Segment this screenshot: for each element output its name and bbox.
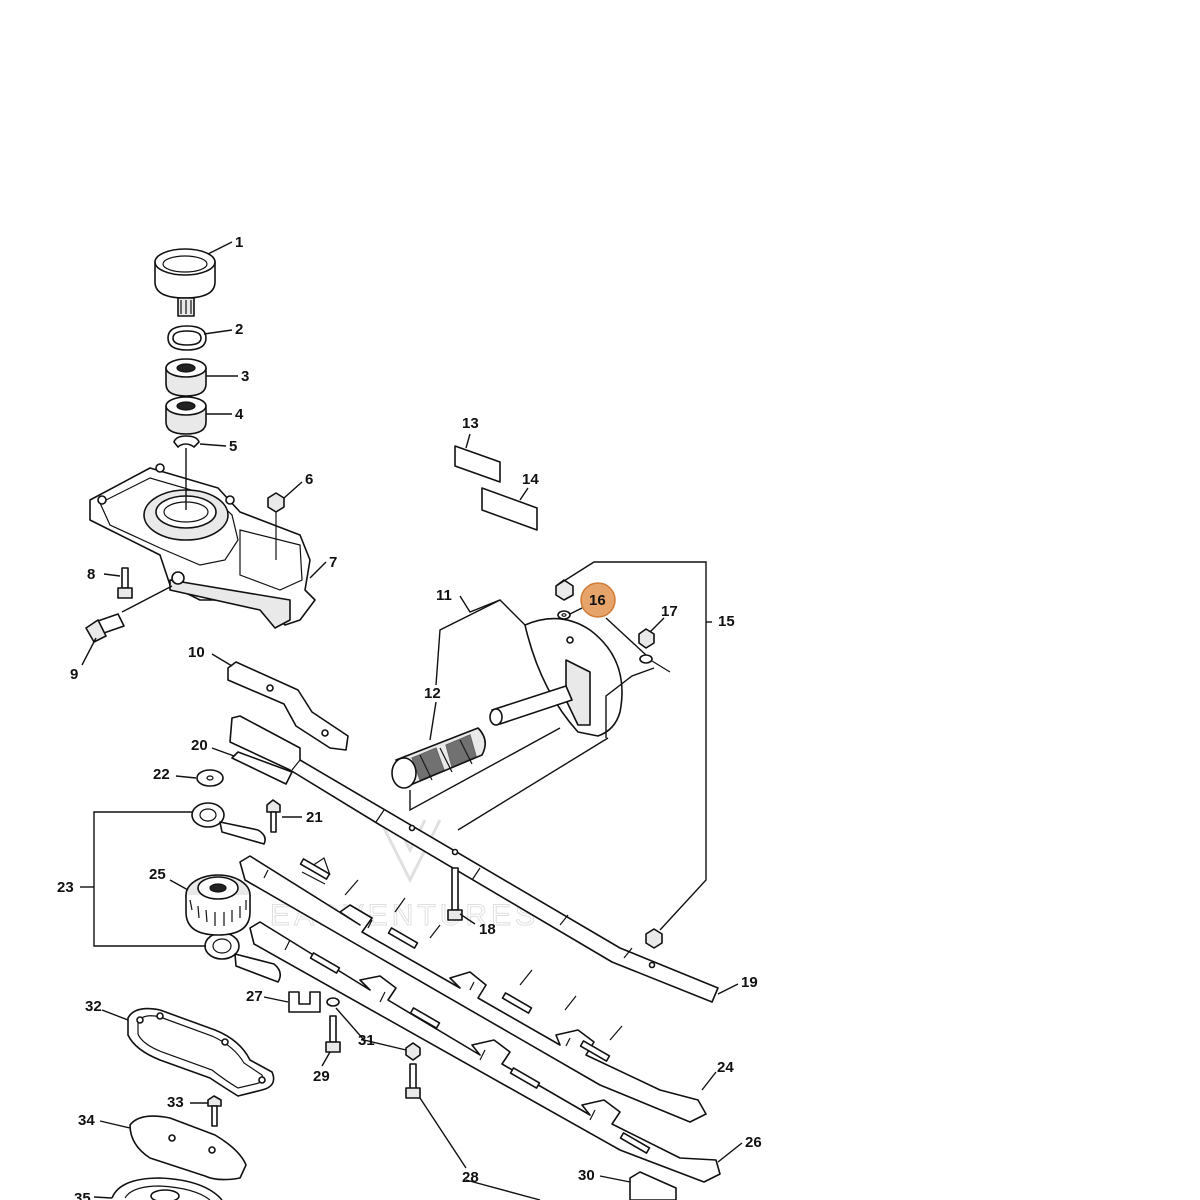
callout-24[interactable]: 24 bbox=[717, 1059, 734, 1076]
part-16-washer[interactable] bbox=[557, 610, 571, 620]
part-1-drive-cup[interactable] bbox=[154, 248, 216, 317]
part-32-gasket[interactable] bbox=[127, 1007, 275, 1097]
callout-13[interactable]: 13 bbox=[462, 415, 479, 432]
part-21-screw[interactable] bbox=[266, 799, 281, 833]
callout-4[interactable]: 4 bbox=[235, 406, 244, 423]
callout-17[interactable]: 17 bbox=[661, 603, 678, 620]
callout-25[interactable]: 25 bbox=[149, 866, 166, 883]
part-26-lower-blade[interactable] bbox=[249, 921, 721, 1183]
part-28-bolt[interactable] bbox=[405, 1063, 421, 1099]
part-2-circlip[interactable] bbox=[167, 325, 207, 351]
part-10-lever-arm[interactable] bbox=[227, 661, 349, 751]
part-9-bolt[interactable] bbox=[85, 613, 125, 643]
callout-15[interactable]: 15 bbox=[718, 613, 735, 630]
callout-10[interactable]: 10 bbox=[188, 644, 205, 661]
callout-1[interactable]: 1 bbox=[235, 234, 243, 251]
part-14-label-sticker[interactable] bbox=[481, 487, 538, 531]
part-5-snap-ring[interactable] bbox=[173, 435, 200, 448]
leader-lines bbox=[80, 241, 743, 1200]
callout-28[interactable]: 28 bbox=[462, 1169, 479, 1186]
part-23-connecting-rod-top[interactable] bbox=[191, 802, 266, 845]
callout-23[interactable]: 23 bbox=[57, 879, 74, 896]
callout-20[interactable]: 20 bbox=[191, 737, 208, 754]
callout-12[interactable]: 12 bbox=[424, 685, 441, 702]
part-12-roller-sleeve[interactable] bbox=[391, 727, 486, 789]
part-27-clip[interactable] bbox=[288, 991, 321, 1013]
part-15-nut-bottom[interactable] bbox=[645, 928, 663, 949]
part-22-washer[interactable] bbox=[196, 769, 224, 787]
callout-11[interactable]: 11 bbox=[436, 587, 452, 604]
callout-14[interactable]: 14 bbox=[522, 471, 539, 488]
highlight-circle-16[interactable] bbox=[580, 582, 616, 618]
gearbox-housing[interactable] bbox=[89, 463, 316, 629]
callout-27[interactable]: 27 bbox=[246, 988, 263, 1005]
part-24-upper-blade[interactable] bbox=[239, 855, 707, 1123]
part-25-gear[interactable] bbox=[185, 874, 251, 936]
callout-21[interactable]: 21 bbox=[306, 809, 323, 826]
callout-22[interactable]: 22 bbox=[153, 766, 170, 783]
callout-30[interactable]: 30 bbox=[578, 1167, 595, 1184]
part-31-washer[interactable] bbox=[326, 997, 421, 1061]
callout-19[interactable]: 19 bbox=[741, 974, 758, 991]
callout-labels: 1 2 3 4 5 6 7 8 9 10 11 12 13 14 15 16 1… bbox=[57, 234, 762, 1200]
callout-5[interactable]: 5 bbox=[229, 438, 237, 455]
callout-9[interactable]: 9 bbox=[70, 666, 78, 683]
part-20-spacer-plate[interactable] bbox=[231, 751, 293, 785]
callout-16[interactable]: 16 bbox=[589, 592, 606, 609]
callout-35[interactable]: 35 bbox=[74, 1190, 91, 1200]
callout-6[interactable]: 6 bbox=[305, 471, 313, 488]
part-19-guide-bar[interactable] bbox=[229, 715, 719, 1003]
part-18-bolt[interactable] bbox=[447, 867, 463, 921]
callout-32[interactable]: 32 bbox=[85, 998, 102, 1015]
callout-8[interactable]: 8 bbox=[87, 566, 95, 583]
callout-33[interactable]: 33 bbox=[167, 1094, 184, 1111]
part-35-lower-housing[interactable] bbox=[111, 1177, 223, 1200]
callout-26[interactable]: 26 bbox=[745, 1134, 762, 1151]
callout-34[interactable]: 34 bbox=[78, 1112, 95, 1129]
part-4-ball-bearing[interactable] bbox=[165, 396, 207, 435]
callout-2[interactable]: 2 bbox=[235, 321, 243, 338]
callout-7[interactable]: 7 bbox=[329, 554, 337, 571]
part-8-screw[interactable] bbox=[117, 567, 133, 599]
callout-3[interactable]: 3 bbox=[241, 368, 249, 385]
callout-29[interactable]: 29 bbox=[313, 1068, 330, 1085]
part-15-nut-top[interactable] bbox=[555, 579, 574, 601]
part-29-bolt[interactable] bbox=[325, 1015, 341, 1053]
part-30-spacer[interactable] bbox=[629, 1171, 677, 1200]
part-34-cover-plate[interactable] bbox=[129, 1115, 247, 1181]
callout-18[interactable]: 18 bbox=[479, 921, 496, 938]
part-23-connecting-rod-bottom[interactable] bbox=[204, 932, 282, 983]
part-6-nut[interactable] bbox=[267, 492, 285, 560]
callout-31[interactable]: 31 bbox=[358, 1032, 375, 1049]
part-11-guard-plate[interactable] bbox=[489, 617, 623, 737]
part-17-nut[interactable] bbox=[638, 628, 671, 673]
part-13-label-sticker[interactable] bbox=[454, 445, 501, 483]
part-3-ball-bearing[interactable] bbox=[165, 358, 207, 397]
part-33-screw[interactable] bbox=[207, 1095, 222, 1127]
